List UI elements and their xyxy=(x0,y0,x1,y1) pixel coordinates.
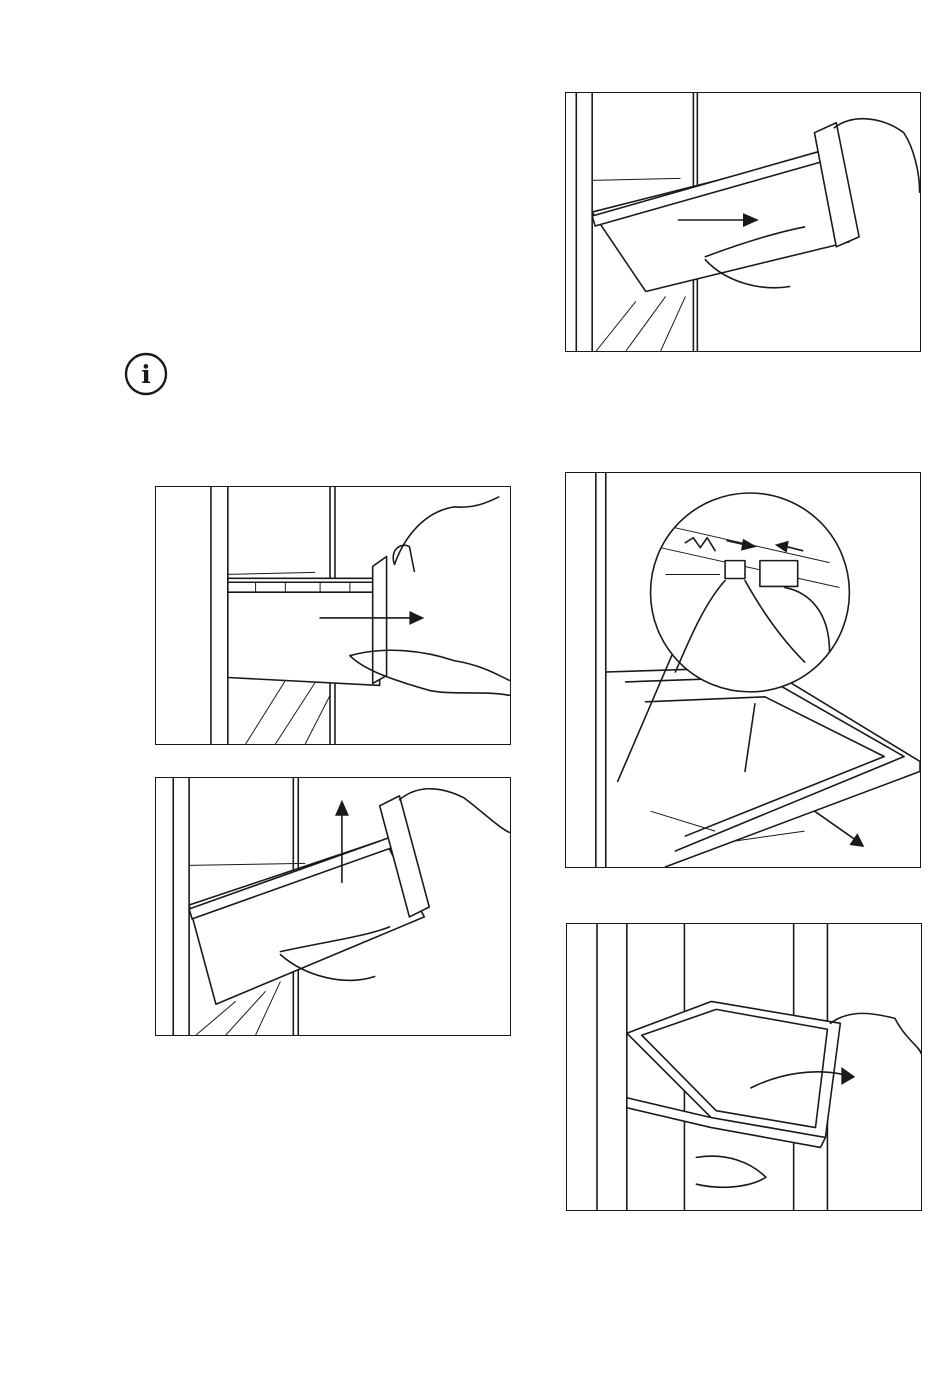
figure-cover-tilt-remove xyxy=(566,923,922,1211)
arrow-head xyxy=(409,611,424,625)
arrow-head xyxy=(335,800,349,816)
figure-drawer-remove xyxy=(565,92,921,352)
figure-cover-release-clips xyxy=(565,472,921,868)
info-icon: i xyxy=(124,352,168,396)
figure-drawer-lift-up xyxy=(155,777,511,1036)
figure-drawer-pull-out xyxy=(155,486,511,745)
arrow-diagonal-icon xyxy=(815,811,855,839)
info-symbol: i xyxy=(141,360,151,389)
